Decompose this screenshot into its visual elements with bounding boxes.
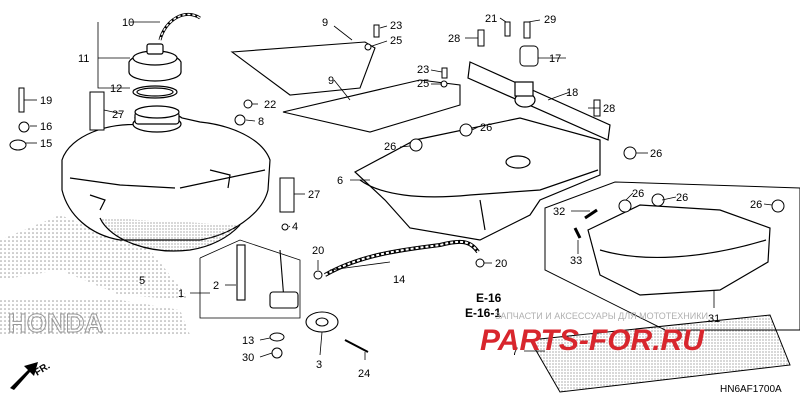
honda-wing-logo: HONDA [0, 215, 190, 339]
floor-mat [529, 314, 791, 393]
part-label: 29 [544, 14, 556, 26]
vent-tube [158, 12, 201, 41]
part-label: 5 [139, 275, 145, 287]
part-label: 24 [358, 368, 370, 380]
part-label: 21 [485, 13, 497, 25]
reference-e16: E-16 [476, 291, 502, 305]
part-label: 7 [512, 346, 518, 358]
bracket-rail [467, 61, 611, 141]
part-label: 26 [650, 148, 662, 160]
part-label: 26 [750, 199, 762, 211]
tray [587, 204, 771, 296]
fuel-tank [61, 105, 271, 252]
side-plates [230, 41, 461, 133]
part-label: 26 [632, 188, 644, 200]
watermark: ЗАПЧАСТИ И АКСЕССУАРЫ ДЛЯ МОТОТЕХНИКИ PA… [480, 311, 708, 357]
part-label: 2 [213, 280, 219, 292]
reference-e16-1: E-16-1 [465, 306, 501, 320]
watermark-tagline: ЗАПЧАСТИ И АКСЕССУАРЫ ДЛЯ МОТОТЕХНИКИ [495, 311, 708, 321]
part-label: 12 [110, 83, 122, 95]
part-label: 23 [390, 20, 402, 32]
part-numbers: 10 11 12 19 16 15 27 22 8 9 9 23 25 23 2… [40, 13, 762, 380]
part-label: 13 [242, 335, 254, 347]
fuel-hose [324, 240, 479, 276]
part-label: 16 [40, 121, 52, 133]
part-label: 1 [178, 288, 184, 300]
part-label: 18 [566, 87, 578, 99]
fuel-cap [128, 43, 182, 99]
part-label: 9 [322, 17, 328, 29]
part-label: 27 [112, 109, 124, 121]
part-label: 26 [676, 192, 688, 204]
part-label: 28 [603, 103, 615, 115]
part-label: 30 [242, 352, 254, 364]
part-label: 26 [384, 141, 396, 153]
small-parts [9, 21, 785, 359]
part-label: 11 [78, 53, 89, 65]
part-label: 28 [448, 33, 460, 45]
fuel-pump-assembly [236, 244, 339, 333]
part-label: 20 [312, 245, 324, 257]
front-direction-marker: FR. [10, 361, 52, 390]
part-label: 14 [393, 274, 405, 286]
honda-logo-text: HONDA [8, 308, 104, 338]
part-label: 27 [308, 189, 320, 201]
part-label: 8 [258, 116, 264, 128]
part-label: 10 [122, 17, 134, 29]
part-label: 32 [553, 206, 565, 218]
part-label: 33 [570, 255, 582, 267]
watermark-logo: PARTS-FOR.RU [480, 324, 705, 357]
part-label: 6 [337, 175, 343, 187]
part-label: 15 [40, 138, 52, 150]
part-label: 17 [549, 53, 561, 65]
part-label: 26 [480, 122, 492, 134]
part-label: 31 [708, 313, 720, 325]
section-references: E-16 E-16-1 [465, 291, 502, 320]
part-label: 20 [495, 258, 507, 270]
cushion [519, 45, 539, 67]
part-label: 25 [417, 78, 429, 90]
part-label: 22 [264, 99, 276, 111]
part-label: 4 [292, 221, 298, 233]
part-label: 25 [390, 35, 402, 47]
part-label: 19 [40, 95, 52, 107]
part-label: 3 [316, 359, 322, 371]
part-label: 23 [417, 64, 429, 76]
part-label: 9 [328, 75, 334, 87]
leader-lines [24, 17, 773, 360]
diagram-code: HN6AF1700A [720, 384, 782, 395]
